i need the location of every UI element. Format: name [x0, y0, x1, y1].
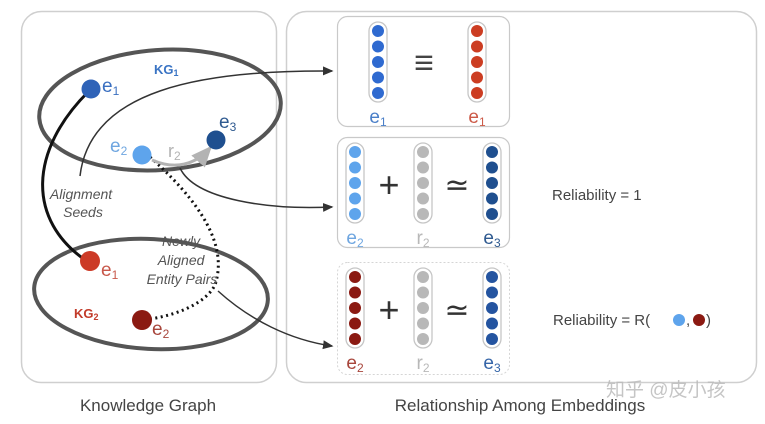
- row-3-vector-3-dot: [486, 302, 498, 314]
- embeddings-caption: Relationship Among Embeddings: [395, 396, 645, 415]
- arrow-to-row-2: [179, 167, 334, 212]
- row-1-vector-2-dot: [471, 71, 483, 84]
- row-1-vector-1-label: e1: [369, 107, 387, 129]
- row-3-vector-1-dot: [349, 271, 361, 283]
- reliability-arg-red-dot: [693, 314, 705, 326]
- row-1-vector-1: e1: [368, 21, 388, 129]
- row-2-vector-3-dot: [486, 208, 498, 220]
- kg2-e1-node: [80, 251, 100, 271]
- row-2-vector-1-dot: [349, 177, 361, 189]
- arrow-to-row-3: [217, 290, 334, 350]
- row-3-vector-3-dot: [486, 286, 498, 299]
- row-2-vector-3-dot: [486, 177, 498, 189]
- row-2-vector-1-dot: [349, 161, 361, 174]
- row-1-vector-1-dot: [372, 40, 384, 53]
- row-3-vector-3: e3: [482, 267, 502, 375]
- kg1-e1-label: e1: [102, 76, 120, 98]
- row-2-vector-1-label: e2: [346, 228, 364, 250]
- kg1-e3-node: [206, 130, 226, 150]
- row-2-vector-2-dot: [417, 146, 429, 158]
- row-3-vector-1-dot: [349, 302, 361, 314]
- row-2-vector-2-label: r2: [416, 228, 429, 250]
- row-3-vector-1-dot: [349, 286, 361, 299]
- row-2-operator: ≃: [444, 169, 469, 202]
- row-3-operator: ≃: [444, 294, 469, 327]
- row-3-vector-2: r2: [413, 267, 433, 375]
- row-2-vector-1-dot: [349, 192, 361, 205]
- row-1-vector-1-dot: [372, 87, 384, 99]
- row-3-vector-1-dot: [349, 333, 361, 345]
- row-3-vector-2-dot: [417, 333, 429, 345]
- reliability-arg-blue-dot: [673, 314, 685, 326]
- reliability-close: ): [706, 312, 711, 329]
- row-2-vector-2-dot: [417, 192, 429, 205]
- kg1-e2-node: [132, 145, 152, 165]
- row-1-vector-2-dot: [471, 40, 483, 53]
- kg1-label: KG1: [154, 62, 179, 78]
- row-1-vector-1-dot: [372, 56, 384, 68]
- row-2-vector-2-dot: [417, 177, 429, 189]
- reliability-row-3-text: Reliability = R(: [553, 312, 650, 329]
- row-1-operator: ≡: [414, 44, 434, 82]
- row-3-vector-2-label: r2: [416, 353, 429, 375]
- row-3-vector-3-dot: [486, 271, 498, 283]
- row-2-vector-3-dot: [486, 161, 498, 174]
- row-1-vector-2-dot: [471, 56, 483, 68]
- kg2-e1-label: e1: [101, 260, 119, 282]
- row-2-vector-3-label: e3: [483, 228, 501, 250]
- row-2-vector-1-dot: [349, 208, 361, 220]
- kg2-ellipse: [32, 236, 270, 352]
- newly-aligned-dotted-line: [139, 155, 220, 322]
- row-3-vector-2-dot: [417, 286, 429, 299]
- row-2-plus: +: [378, 164, 399, 205]
- reliability-row-2: Reliability = 1: [552, 187, 642, 204]
- row-3-vector-2-dot: [417, 302, 429, 314]
- kg1-r2-label: r2: [168, 141, 181, 163]
- reliability-sep: ,: [686, 312, 690, 329]
- embedding-rows: e1 e1 ≡ e2 r2 e3 + ≃ e2 r2 e3 + ≃: [345, 21, 502, 375]
- row-1-vector-2-label: e1: [468, 107, 486, 129]
- row-3-vector-2-dot: [417, 271, 429, 283]
- row-2-vector-3: e3: [482, 142, 502, 250]
- row-1-vector-1-dot: [372, 25, 384, 37]
- row-3-vector-2-dot: [417, 317, 429, 330]
- row-3-plus: +: [378, 289, 399, 330]
- row-3-vector-1-dot: [349, 317, 361, 330]
- kg1-e1-node: [81, 79, 101, 99]
- kg2-e2-node: [132, 310, 152, 330]
- watermark: 知乎 @皮小孩: [606, 379, 726, 401]
- knowledge-graph-caption: Knowledge Graph: [80, 396, 216, 415]
- kg1-e2-label: e2: [110, 136, 128, 158]
- knowledge-graph-panel: [20, 10, 278, 384]
- row-2-vector-2-dot: [417, 208, 429, 220]
- row-3-vector-3-dot: [486, 333, 498, 345]
- row-2-vector-2: r2: [413, 142, 433, 250]
- row-2-vector-3-dot: [486, 146, 498, 158]
- row-1-vector-2-dot: [471, 87, 483, 99]
- row-3-vector-1-label: e2: [346, 353, 364, 375]
- kg2-e2-label: e2: [152, 319, 170, 341]
- relation-r2-arrow: [151, 145, 212, 168]
- row-2-vector-1: e2: [345, 142, 365, 250]
- row-2-vector-3-dot: [486, 192, 498, 205]
- row-2-vector-1-dot: [349, 146, 361, 158]
- alignment-seeds-label: Alignment Seeds: [49, 186, 116, 220]
- row-1-vector-2-dot: [471, 25, 483, 37]
- kg1-e3-label: e3: [219, 112, 237, 134]
- row-1-vector-1-dot: [372, 71, 384, 84]
- arrow-to-row-1: [79, 66, 334, 177]
- reliability-row-3: Reliability = R( , ): [553, 312, 711, 329]
- row-3-vector-3-label: e3: [483, 353, 501, 375]
- row-3-vector-3-dot: [486, 317, 498, 330]
- row-3-vector-1: e2: [345, 267, 365, 375]
- row-1-vector-2: e1: [467, 21, 487, 129]
- newly-aligned-label: Newly Aligned Entity Pairs: [147, 233, 218, 287]
- alignment-seed-line: [41, 90, 90, 264]
- kg1-ellipse: [37, 47, 283, 173]
- kg2-label: KG2: [74, 306, 99, 322]
- row-2-vector-2-dot: [417, 161, 429, 174]
